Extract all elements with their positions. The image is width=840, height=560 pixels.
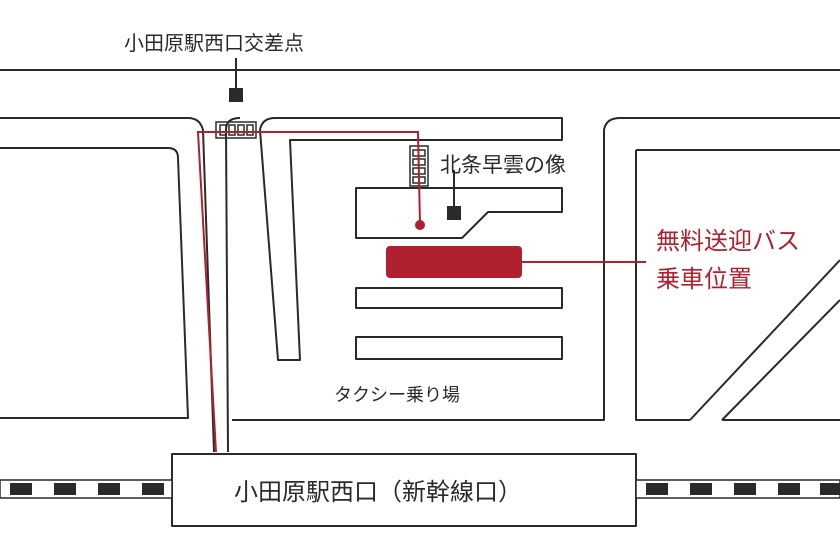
statue-label: 北条早雲の像 <box>440 153 566 177</box>
railway-right <box>635 479 840 499</box>
crosswalk-icon <box>215 121 257 139</box>
left-road-edge <box>0 117 215 453</box>
left-block <box>0 147 189 419</box>
statue-marker-icon <box>447 206 461 220</box>
crossing-marker-icon <box>229 88 243 102</box>
railway-left <box>0 479 173 499</box>
plaza-right-edge <box>603 117 840 131</box>
diagonal-road-1 <box>689 259 840 421</box>
statue-platform <box>355 187 563 239</box>
diagonal-road-2 <box>721 299 840 421</box>
central-plaza <box>225 117 241 453</box>
bus-stop-label-line1: 無料送迎バス <box>656 227 800 255</box>
crossing-label: 小田原駅西口交差点 <box>124 31 304 55</box>
bus-stop-marker <box>386 246 522 278</box>
taxi-bay-2 <box>355 336 563 360</box>
plaza-right-vertical <box>232 130 605 421</box>
central-island <box>259 117 563 361</box>
right-block-left <box>635 150 690 421</box>
walking-route <box>196 131 421 453</box>
bus-stop-label-line2: 乗車位置 <box>656 265 752 293</box>
taxi-bay-1 <box>355 287 563 309</box>
route-end-dot-icon <box>415 220 425 230</box>
taxi-stand-label: タクシー乗り場 <box>334 385 460 406</box>
station-exit-label: 小田原駅西口（新幹線口） <box>234 478 522 506</box>
